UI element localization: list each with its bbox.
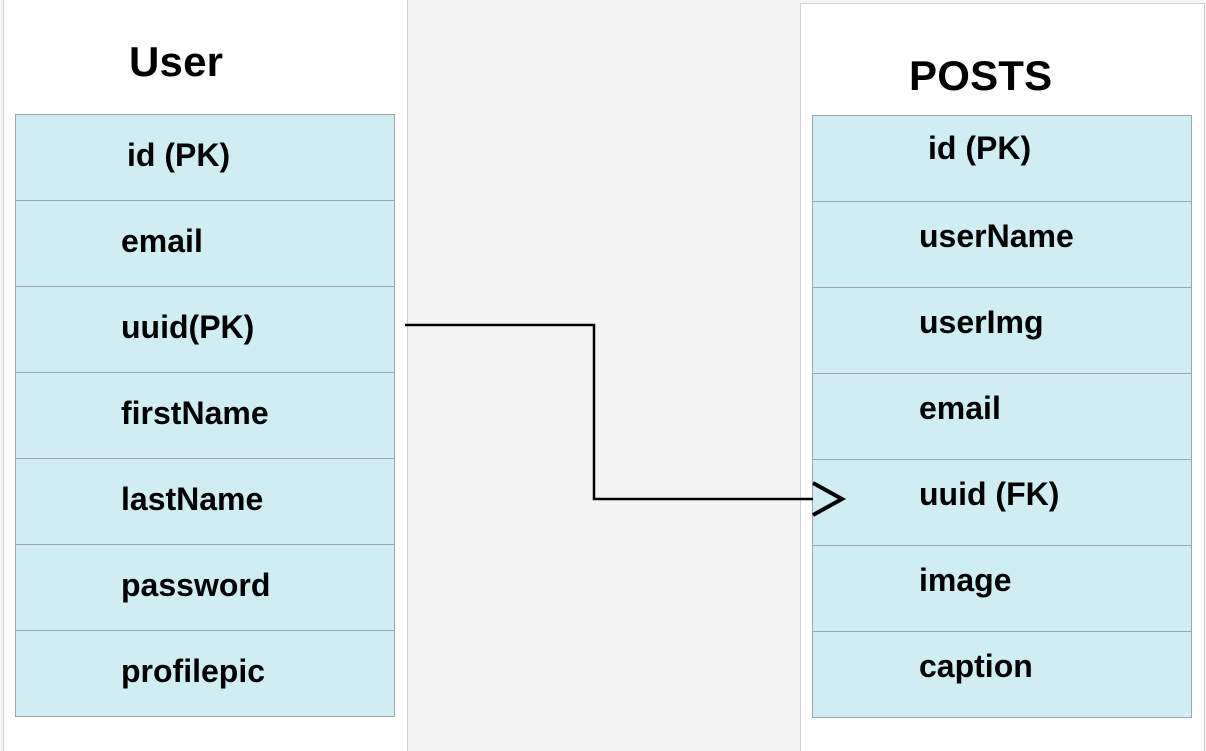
posts-field-row-image[interactable]: image — [813, 546, 1191, 632]
user-field-uuid-label: uuid(PK) — [121, 309, 255, 345]
posts-table-title: POSTS — [909, 52, 1053, 99]
posts-field-row-caption[interactable]: caption — [813, 632, 1191, 718]
user-field-email-label: email — [121, 223, 203, 259]
posts-field-image-label: image — [919, 562, 1012, 598]
user-field-list: id (PK) email uuid(PK) firstName lastNam… — [15, 114, 395, 717]
user-field-row-firstname[interactable]: firstName — [16, 373, 394, 459]
posts-field-username-label: userName — [919, 218, 1074, 254]
posts-field-row-userimg[interactable]: userImg — [813, 288, 1191, 374]
posts-field-row-id[interactable]: id (PK) — [813, 116, 1191, 202]
posts-field-row-uuid[interactable]: uuid (FK) — [813, 460, 1191, 546]
user-field-password-label: password — [121, 567, 271, 603]
user-field-row-email[interactable]: email — [16, 201, 394, 287]
posts-field-email-label: email — [919, 390, 1001, 426]
posts-field-caption-label: caption — [919, 648, 1033, 684]
posts-field-row-email[interactable]: email — [813, 374, 1191, 460]
user-field-row-profilepic[interactable]: profilepic — [16, 631, 394, 717]
user-table-card: User id (PK) email uuid(PK) firstName la… — [3, 0, 408, 751]
user-field-id-label: id (PK) — [127, 137, 231, 173]
relationship-line[interactable] — [405, 323, 813, 501]
user-field-lastname-label: lastName — [121, 481, 264, 517]
posts-field-list: id (PK) userName userImg email uuid (FK)… — [812, 115, 1192, 718]
user-field-row-uuid[interactable]: uuid(PK) — [16, 287, 394, 373]
user-field-row-password[interactable]: password — [16, 545, 394, 631]
user-field-profilepic-label: profilepic — [121, 653, 266, 689]
posts-field-uuid-label: uuid (FK) — [919, 476, 1060, 512]
posts-field-userimg-label: userImg — [919, 304, 1044, 340]
user-field-row-id[interactable]: id (PK) — [16, 115, 394, 201]
posts-table-card: POSTS id (PK) userName userImg email uui… — [800, 3, 1205, 751]
user-table-title: User — [129, 38, 224, 85]
user-field-row-lastname[interactable]: lastName — [16, 459, 394, 545]
posts-field-row-username[interactable]: userName — [813, 202, 1191, 288]
user-field-firstname-label: firstName — [121, 395, 269, 431]
posts-field-id-label: id (PK) — [928, 130, 1032, 166]
